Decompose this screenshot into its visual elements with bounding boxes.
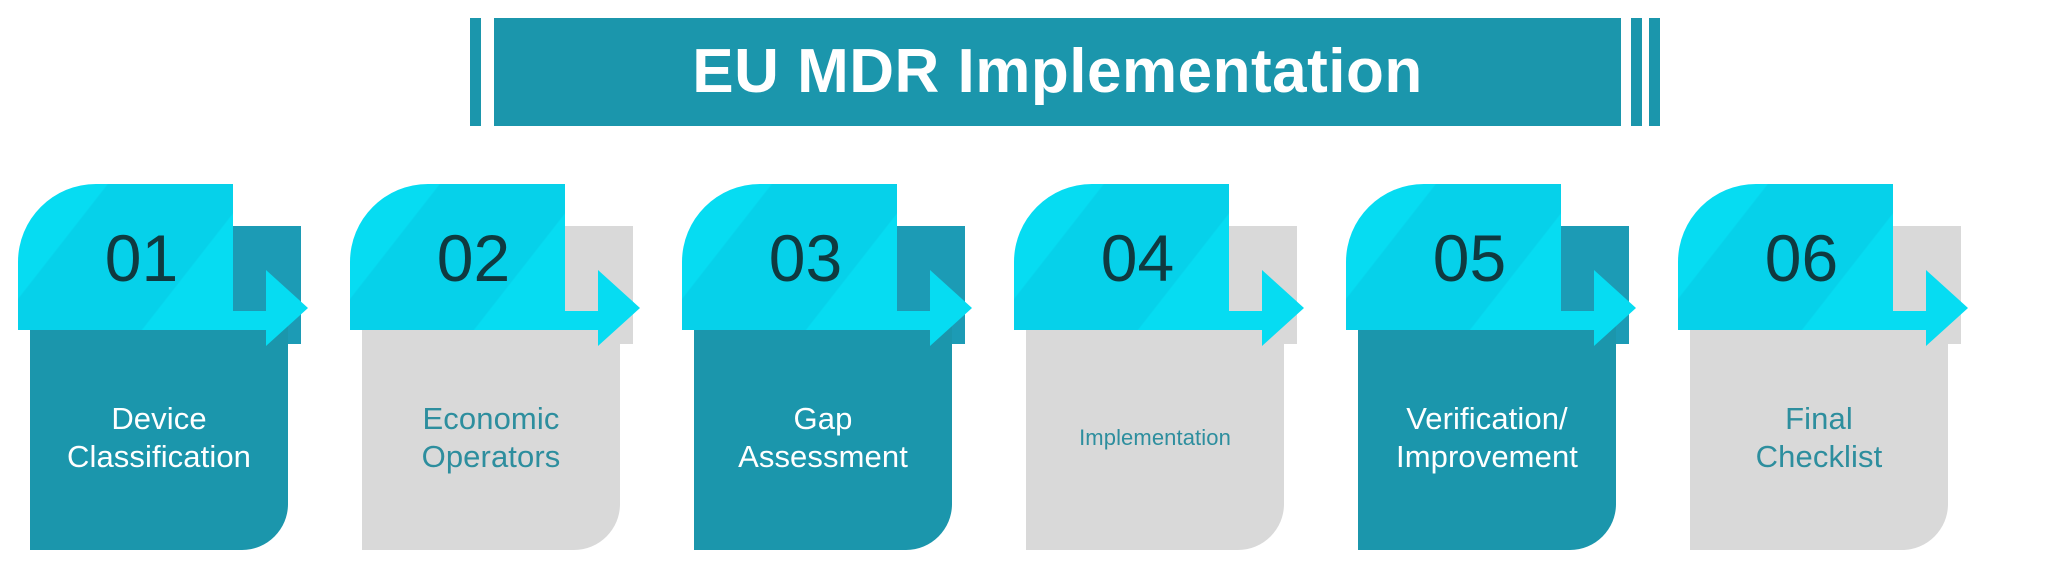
arrow-right-icon: [1926, 270, 1968, 346]
title-accent-bar-right-outer: [1649, 18, 1660, 126]
step-body: Verification/Improvement: [1358, 326, 1616, 550]
step-number: 03: [768, 221, 843, 295]
step-number: 01: [104, 221, 179, 295]
step-label-line1: Implementation: [1079, 424, 1231, 450]
process-step-card[interactable]: Verification/Improvement 05: [1336, 178, 1636, 550]
step-label: Implementation: [1079, 425, 1231, 452]
step-label-line1: Device: [111, 401, 207, 437]
step-label-line1: Gap: [793, 401, 853, 437]
step-label-line2: Operators: [421, 439, 561, 474]
title-banner: EU MDR Implementation: [470, 18, 1660, 126]
step-label: Verification/Improvement: [1396, 400, 1578, 476]
step-label-line2: Checklist: [1755, 439, 1883, 474]
step-number: 05: [1432, 221, 1507, 295]
step-label-line1: Final: [1785, 401, 1853, 437]
title-accent-bar-right-inner: [1631, 18, 1642, 126]
step-label-line2: Classification: [66, 439, 252, 474]
step-number: 04: [1100, 221, 1175, 295]
step-number: 02: [436, 221, 511, 295]
arrow-right-icon: [1262, 270, 1304, 346]
step-label-line2: Assessment: [738, 439, 908, 474]
step-label-line1: Economic: [422, 401, 560, 437]
title-plate: EU MDR Implementation: [494, 18, 1621, 126]
arrow-right-icon: [930, 270, 972, 346]
arrow-right-icon: [598, 270, 640, 346]
arrow-right-icon: [1594, 270, 1636, 346]
step-number: 06: [1764, 221, 1839, 295]
title-accent-bar-left: [470, 18, 481, 126]
step-body: Implementation: [1026, 326, 1284, 550]
step-label-line1: Verification/: [1406, 401, 1568, 437]
process-step-card[interactable]: Implementation 04: [1004, 178, 1304, 550]
step-label-line2: Improvement: [1396, 439, 1578, 474]
arrow-right-icon: [266, 270, 308, 346]
page-title: EU MDR Implementation: [692, 37, 1423, 106]
